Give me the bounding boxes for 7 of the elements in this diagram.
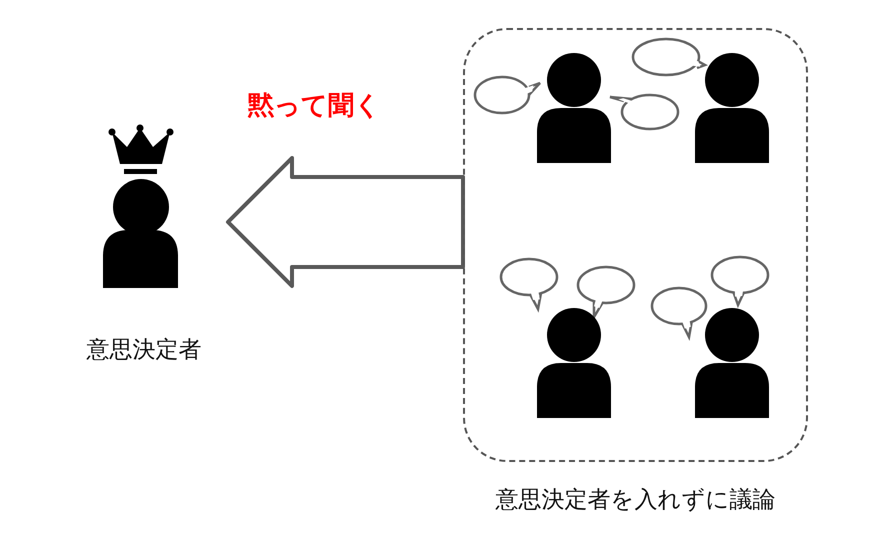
block-arrow	[226, 156, 465, 288]
person-icon	[536, 52, 612, 164]
group-caption: 意思決定者を入れずに議論	[496, 486, 776, 515]
person-icon	[694, 307, 770, 419]
person-icon	[536, 307, 612, 419]
person-icon	[694, 52, 770, 164]
person-caption: 意思決定者	[86, 336, 202, 365]
